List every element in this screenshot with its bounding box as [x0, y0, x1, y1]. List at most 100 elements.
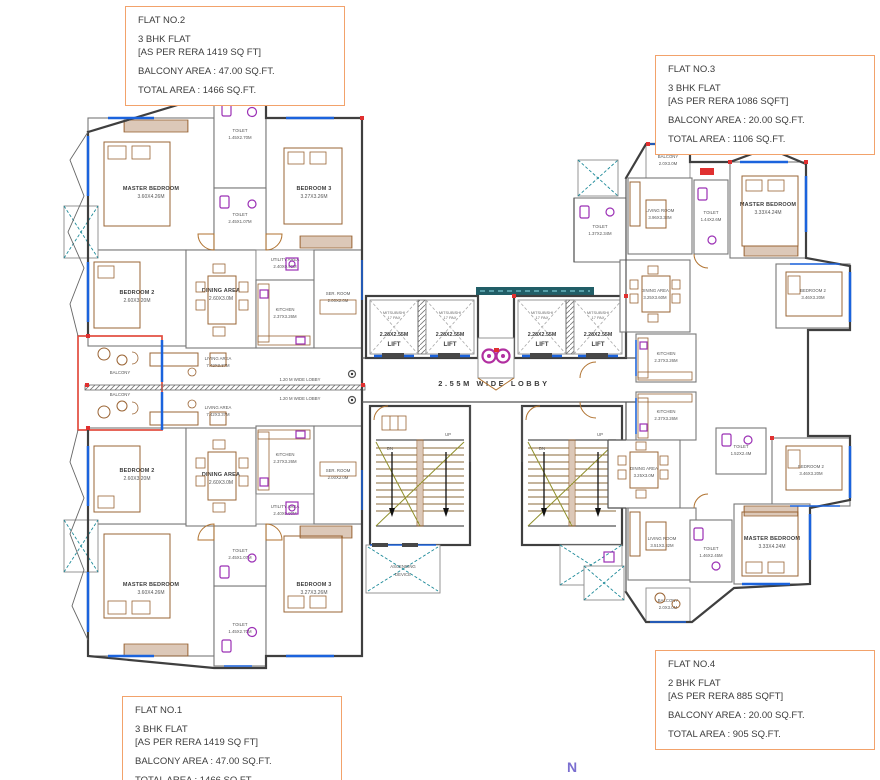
staircase-left: UP DN	[368, 404, 472, 547]
flat2-plan: MASTER BEDROOM 3.60X4.26M TOILET 1.45X2.…	[87, 93, 363, 377]
room-label: DINING AREA	[630, 466, 658, 471]
room-dim: 3.27X3.26M	[301, 590, 328, 596]
flat-balcony-area: BALCONY AREA : 47.00 SQ.FT.	[138, 65, 275, 77]
staircase-right: UP DN	[520, 404, 624, 547]
room-label: BEDROOM 2	[119, 290, 154, 296]
lift-pax: 17 PAX	[592, 315, 605, 320]
room-dim: 3.27X3.26M	[301, 194, 328, 200]
lift-dim: 2.28X2.55M	[528, 332, 557, 338]
room-dim: 2.37X3.26M	[654, 416, 678, 421]
flat3-living-room	[627, 177, 693, 255]
room-label: MASTER BEDROOM	[123, 582, 179, 588]
balcony-label: BALCONY	[110, 392, 131, 397]
flat-total-area: TOTAL AREA : 1466 SQ.FT.	[135, 774, 254, 780]
flat3-dining	[619, 259, 691, 333]
room-label: TOILET	[233, 548, 248, 553]
room-label: LIVING ROOM	[646, 208, 675, 213]
flat2-toilet-common	[213, 187, 267, 251]
flat1-plan: MASTER BEDROOM 3.60X4.26M TOILET 1.45X2.…	[87, 399, 363, 667]
flat4-toilet-2	[689, 519, 733, 583]
lift-pax: 17 PAX	[536, 315, 549, 320]
lift-dim: 2.28X2.55M	[584, 332, 613, 338]
room-label: BEDROOM 2	[798, 464, 824, 469]
flat-balcony-area: BALCONY AREA : 20.00 SQ.FT.	[668, 114, 805, 126]
flat-number: FLAT NO.1	[135, 705, 183, 716]
flat4-kitchen	[635, 391, 697, 441]
room-dim: 2.40X0.90M	[273, 264, 297, 269]
room-label: DINING AREA	[202, 288, 240, 294]
up-label: UP	[445, 432, 451, 437]
room-label: LIVING AREA	[205, 405, 232, 410]
room-label: UTILITY AREA	[271, 257, 300, 262]
flat-type: 3 BHK FLAT	[668, 82, 721, 94]
room-label: SER. ROOM	[326, 291, 351, 296]
flat-rera: [AS PER RERA 1419 SQ FT]	[138, 46, 262, 58]
room-dim: 3.51X3.32M	[650, 543, 674, 548]
flat2-servant-room	[313, 249, 363, 349]
room-label: KITCHEN	[276, 307, 295, 312]
lift-word: LIFT	[591, 341, 604, 348]
room-label: LIVING ROOM	[648, 536, 677, 541]
room-dim: 3.46X3.20M	[799, 471, 823, 476]
duct-boxes-right	[577, 159, 625, 601]
room-label: UTILITY AREA	[271, 504, 300, 509]
room-label: BEDROOM 3	[296, 186, 331, 192]
info-box-flat4: FLAT NO.4 2 BHK FLAT [AS PER RERA 885 SQ…	[655, 650, 875, 751]
flat2-furniture	[93, 103, 357, 377]
lift-bank-right: MITSUBISHI 17 PAX 2.28X2.55M LIFT MITSUB…	[512, 294, 628, 360]
room-label: DINING AREA	[641, 288, 669, 293]
flat-type: 3 BHK FLAT	[135, 723, 188, 735]
flat-type: 2 BHK FLAT	[668, 677, 721, 689]
room-dim: 2.37X3.26M	[654, 358, 678, 363]
flat4-master-bedroom	[733, 503, 811, 585]
lift-dim: 2.28X2.55M	[436, 332, 465, 338]
room-label: MASTER BEDROOM	[123, 186, 179, 192]
room-dim: 2.0X3.0M	[659, 605, 678, 610]
room-label: TOILET	[233, 622, 248, 627]
flat1-dining	[185, 427, 257, 527]
flat1-furniture	[93, 399, 357, 657]
room-dim: 1.44X2.6M	[701, 217, 722, 222]
ascending-device-label: ASCENDING	[390, 564, 416, 569]
lift-pax: 17 PAX	[444, 315, 457, 320]
flat3-plan: BALCONY 2.0X3.0M LIVING ROOM 3.96X3.32M …	[573, 143, 851, 383]
flat4-living-room	[627, 507, 697, 581]
flat4-furniture	[579, 393, 843, 609]
lobby-label: 2.55M WIDE LOBBY	[438, 379, 549, 388]
flat-rera: [AS PER RERA 1419 SQ FT]	[135, 736, 259, 748]
room-label: KITCHEN	[276, 452, 295, 457]
flat3-bedroom-2	[775, 263, 851, 329]
flat-type: 3 BHK FLAT	[138, 33, 191, 45]
left-balcony: BALCONY BALCONY	[77, 335, 164, 431]
room-dim: 2.45X1.07M	[228, 219, 252, 224]
room-label: BALCONY	[658, 154, 679, 159]
flat-number: FLAT NO.2	[138, 15, 186, 26]
north-indicator: N	[567, 759, 577, 775]
dn-label: DN	[539, 446, 545, 451]
room-dim: 1.45X2.70M	[228, 135, 252, 140]
room-label: TOILET	[704, 546, 719, 551]
room-dim: 2.37X3.26M	[273, 314, 297, 319]
left-wing-corridor: 1.20 M WIDE LOBBY 1.20 M WIDE LOBBY	[84, 369, 366, 405]
flat-total-area: TOTAL AREA : 1466 SQ.FT.	[138, 84, 257, 96]
room-dim: 1.37X2.34M	[588, 231, 612, 236]
room-dim: 2.60X3.20M	[124, 476, 151, 482]
inner-lobby-label: 1.20 M WIDE LOBBY	[279, 396, 320, 401]
room-label: TOILET	[233, 212, 248, 217]
room-dim: 1.45X2.70M	[228, 629, 252, 634]
flat-rera: [AS PER RERA 1086 SQFT]	[668, 95, 789, 107]
room-label: BALCONY	[658, 598, 679, 603]
flat4-bedroom-2	[771, 437, 851, 507]
lift-word: LIFT	[443, 341, 456, 348]
flat1-bedroom-3	[265, 523, 363, 657]
room-label: DINING AREA	[202, 472, 240, 478]
service-shaft	[477, 337, 515, 391]
flat3-toilet-2	[573, 197, 627, 263]
room-label: TOILET	[704, 210, 719, 215]
flat2-master-bedroom	[87, 117, 215, 251]
room-label: BEDROOM 2	[800, 288, 826, 293]
room-dim: 2.60X3.20M	[124, 298, 151, 304]
flat-total-area: TOTAL AREA : 1106 SQ.FT.	[668, 133, 786, 145]
